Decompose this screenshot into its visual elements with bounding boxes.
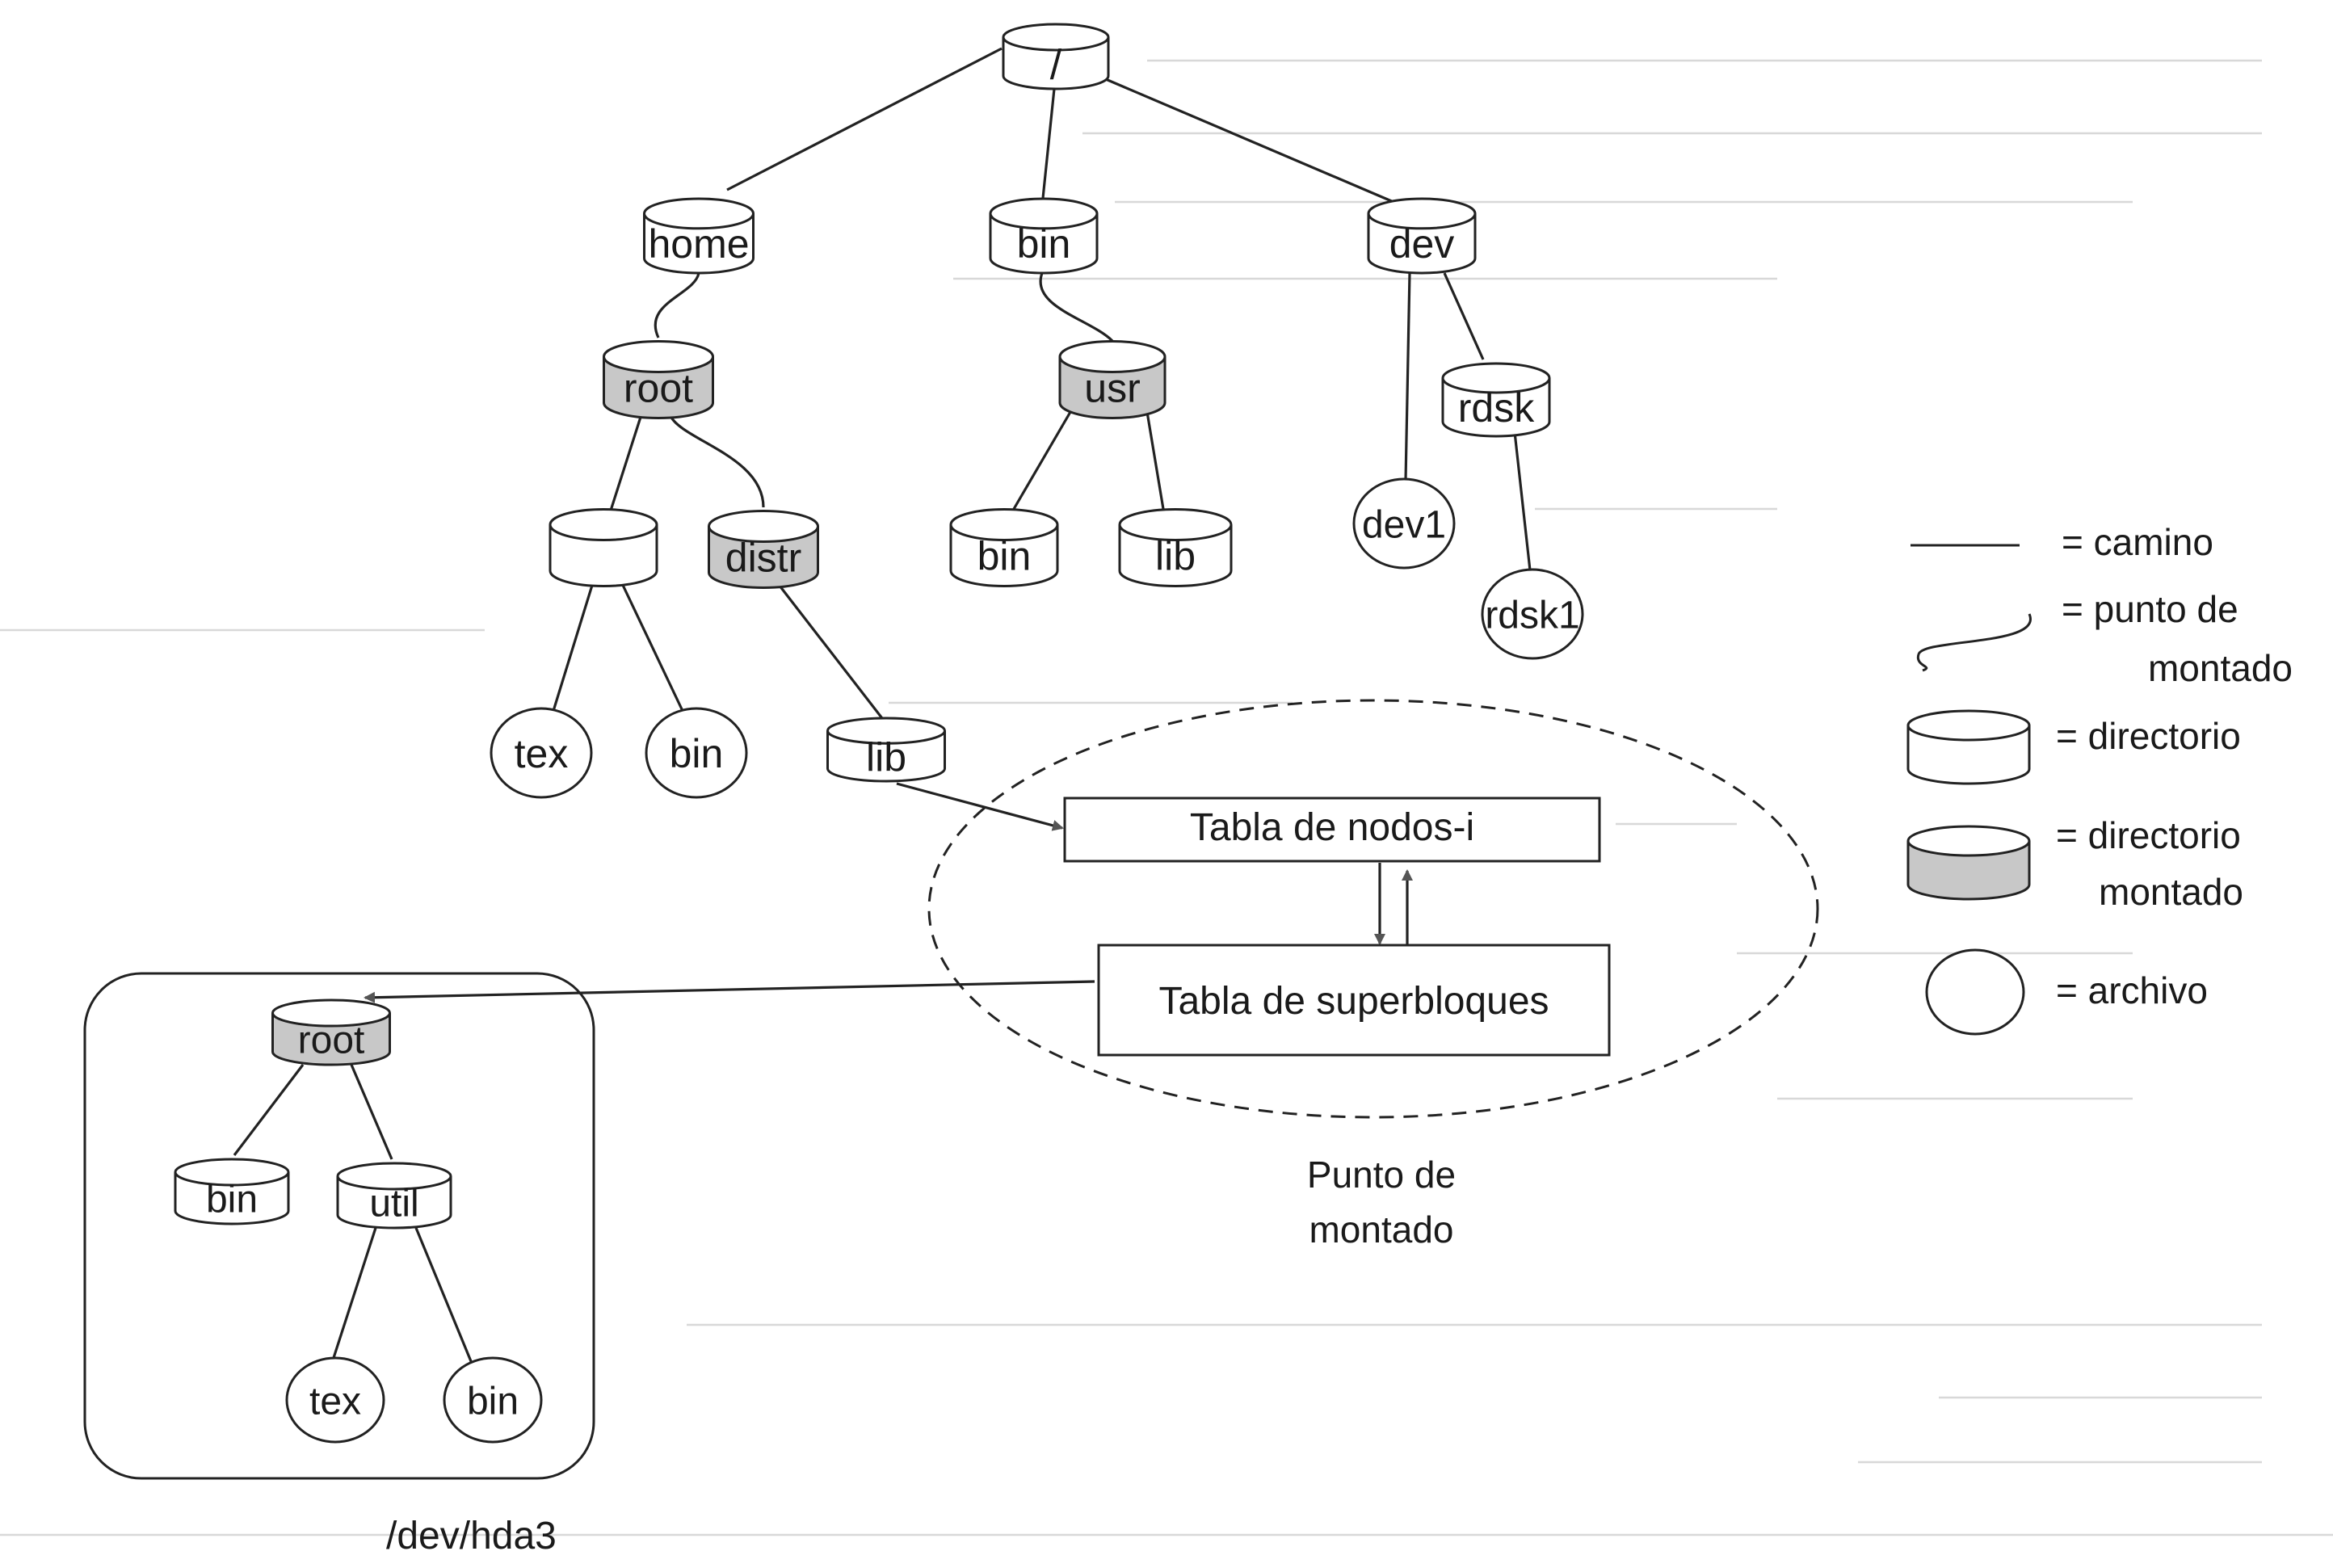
- edge-root-unnamed: [608, 411, 644, 514]
- node-bin-file-label: bin: [670, 731, 724, 776]
- legend-directory-label: = directorio: [2056, 715, 2241, 757]
- legend-mounted-directory-cylinder: [1906, 825, 2031, 901]
- node-device-bin-label: bin: [206, 1179, 258, 1221]
- node-distr: distr: [708, 510, 819, 589]
- edge-dev-dev1: [1404, 272, 1411, 481]
- node-device-util-bin-label: bin: [467, 1380, 519, 1423]
- node-dev-label: dev: [1389, 221, 1455, 267]
- mount-edge-bin-usr: [1039, 272, 1114, 343]
- edge-root-home: [726, 47, 1003, 191]
- node-bin-label: bin: [1017, 221, 1071, 267]
- legend-mount-point-icon: [1916, 613, 2032, 672]
- node-distr-lib-label: lib: [866, 734, 906, 780]
- edge-util-bin: [414, 1227, 474, 1366]
- edge-dev-root-bin: [233, 1064, 305, 1156]
- legend-file-icon: [1925, 948, 2025, 1036]
- legend-directory-cylinder: [1906, 709, 2031, 785]
- node-home: home: [643, 197, 755, 275]
- legend-file-label: = archivo: [2056, 969, 2208, 1011]
- node-rdsk: rdsk: [1441, 362, 1551, 438]
- node-dev1-label: dev1: [1362, 503, 1446, 546]
- node-usr-bin: bin: [949, 508, 1059, 587]
- node-usr-lib: lib: [1118, 508, 1233, 587]
- edge-dev-root-util: [350, 1064, 393, 1160]
- node-tex-label: tex: [515, 731, 569, 776]
- node-dev: dev: [1367, 197, 1477, 275]
- edge-root-bin: [1040, 88, 1056, 207]
- tree-edges: [233, 47, 1532, 1366]
- mount-edge-home-root: [654, 272, 700, 338]
- superblock-table-label: Tabla de superbloques: [1158, 980, 1549, 1023]
- edge-usr-lib: [1145, 411, 1165, 510]
- node-device-root-label: root: [298, 1019, 365, 1062]
- arrow-lib-to-inode-table: [896, 782, 1064, 831]
- node-rdsk1-label: rdsk1: [1485, 594, 1579, 637]
- mount-point-ellipse: [927, 699, 1819, 1119]
- mount-point-caption-line1: Punto de: [1307, 1154, 1456, 1196]
- node-home-label: home: [648, 221, 749, 267]
- node-usr: usr: [1058, 340, 1166, 419]
- node-root-dir: /: [1002, 23, 1110, 90]
- node-tex: tex: [490, 707, 593, 799]
- node-device-util-label: util: [369, 1183, 418, 1225]
- edge-distr-lib: [778, 585, 886, 722]
- node-usr-label: usr: [1084, 365, 1140, 410]
- tree-nodes: / home bin dev root usr rdsk distr bin lib dev1 rds…: [174, 23, 1584, 1444]
- edge-root-dev: [1090, 71, 1394, 204]
- node-device-util-bin: bin: [443, 1356, 543, 1444]
- legend-mounted-directory-label-line2: montado: [2099, 871, 2243, 913]
- arrows: [364, 782, 1413, 1003]
- node-rdsk1: rdsk1: [1481, 568, 1584, 660]
- legend-mounted-directory-label-line1: = directorio: [2056, 814, 2241, 856]
- device-name: /dev/hda3: [386, 1515, 557, 1557]
- device-box: [83, 972, 595, 1480]
- node-device-tex-label: tex: [309, 1380, 361, 1423]
- edge-unnamed-tex: [552, 579, 595, 712]
- arrow-superblock-to-device-root: [364, 980, 1095, 1003]
- superblock-table: Tabla de superbloques: [1097, 944, 1611, 1057]
- bleed-through-background: [0, 59, 2333, 1536]
- node-device-tex: tex: [285, 1356, 385, 1444]
- inode-table: Tabla de nodos-i: [1063, 797, 1601, 863]
- node-bin-file: bin: [645, 707, 748, 799]
- legend-mounted-directory-icon: [1906, 825, 2031, 901]
- node-unnamed-dir: [549, 508, 658, 587]
- legend-directory-icon: [1906, 709, 2031, 785]
- node-root-mounted: root: [603, 340, 714, 419]
- node-dev1: dev1: [1352, 477, 1456, 570]
- edge-rdsk-rdsk1: [1513, 431, 1532, 578]
- node-distr-label: distr: [725, 535, 801, 580]
- edge-unnamed-bin: [619, 579, 684, 712]
- edge-util-tex: [330, 1227, 377, 1366]
- node-device-util: util: [336, 1162, 452, 1230]
- mount-edge-root-distr: [669, 415, 765, 508]
- node-bin: bin: [989, 197, 1099, 275]
- legend-mount-point-label-line1: = punto de: [2062, 588, 2238, 630]
- mount-point-caption-line2: montado: [1309, 1209, 1453, 1251]
- legend-path-label: = camino: [2062, 521, 2213, 563]
- node-root-dir-label: /: [1050, 41, 1062, 88]
- legend: = camino = punto de montado = directorio…: [1906, 521, 2293, 1036]
- node-usr-bin-label: bin: [977, 533, 1032, 578]
- node-rdsk-label: rdsk: [1458, 385, 1535, 431]
- edge-usr-bin: [1012, 411, 1072, 510]
- node-root-mounted-label: root: [624, 365, 693, 410]
- node-distr-lib: lib: [826, 717, 946, 783]
- node-device-root: root: [271, 998, 391, 1066]
- legend-mount-point-label-line2: montado: [2148, 647, 2293, 689]
- node-device-bin: bin: [174, 1158, 290, 1225]
- inode-table-label: Tabla de nodos-i: [1190, 806, 1474, 849]
- edge-dev-rdsk: [1443, 272, 1485, 360]
- node-usr-lib-label: lib: [1155, 533, 1196, 578]
- mount-point-caption: Punto de montado: [1307, 1154, 1456, 1251]
